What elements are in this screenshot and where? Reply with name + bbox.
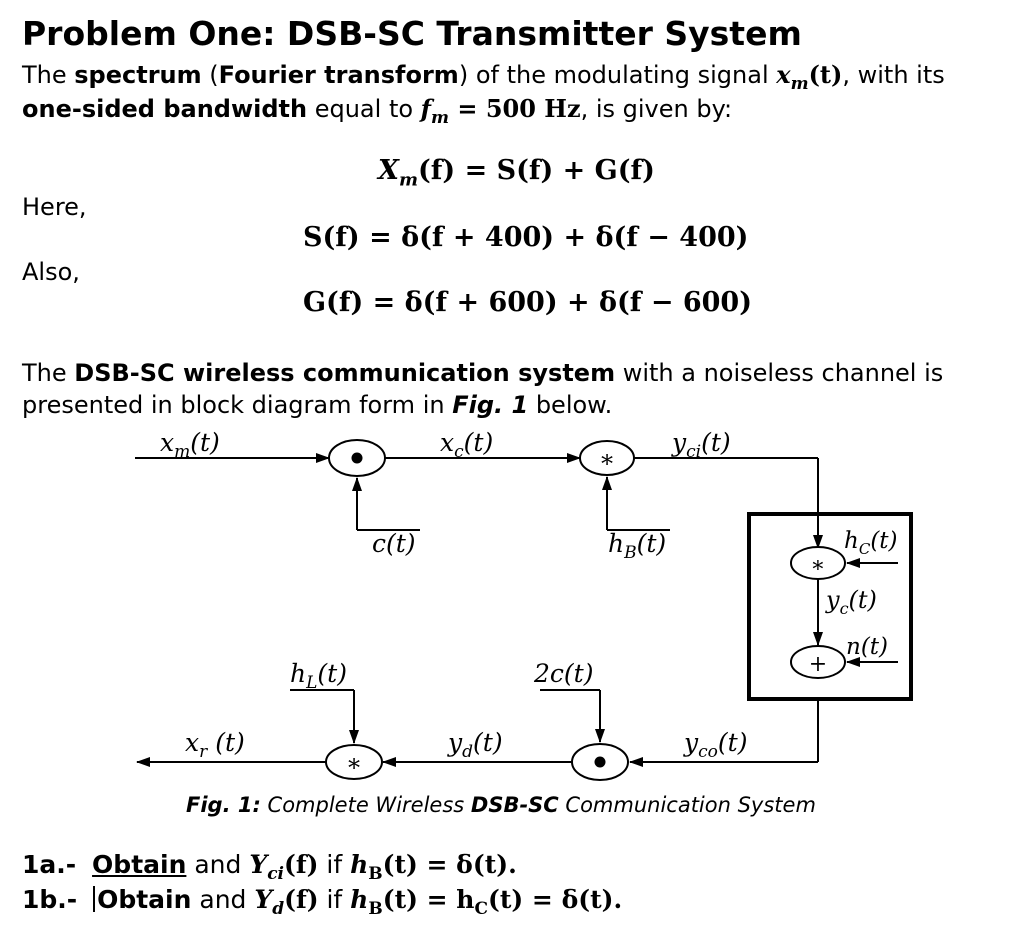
system-line-2: presented in block diagram form in Fig. … [22, 391, 613, 419]
label-hC: hC(t) [844, 528, 898, 558]
label-xc: xc(t) [440, 428, 493, 462]
intro-bold-spectrum: spectrum [74, 61, 202, 89]
obtain-word: Obtain [92, 850, 187, 879]
label-hL: hL(t) [290, 659, 347, 693]
question-number: 1a.- [22, 850, 77, 879]
bandwidth-value: fm = 500 Hz [420, 94, 581, 128]
intro-text: ) of the modulating signal [458, 61, 777, 89]
equation-g: G(f) = δ(f + 600) + δ(f − 600) [303, 287, 752, 318]
text-cursor [93, 886, 96, 912]
label-yci: yci(t) [671, 428, 731, 462]
label-n: n(t) [846, 634, 888, 660]
also-label: Also, [22, 258, 80, 286]
intro-text: equal to [307, 95, 421, 123]
page-title: Problem One: DSB-SC Transmitter System [22, 14, 802, 53]
intro-line-2: one-sided bandwidth equal to fm = 500 Hz… [22, 92, 732, 135]
question-1a: 1a.- Obtain and Yci(f) if hB(t) = δ(t). [22, 850, 517, 884]
intro-bold-bandwidth: one-sided bandwidth [22, 95, 308, 123]
label-xr: xr (t) [185, 728, 245, 762]
intro-bold-fourier: Fourier transform [218, 61, 459, 89]
label-yd: yd(t) [447, 728, 503, 762]
label-xm: xm(t) [160, 428, 220, 462]
multiply-dot-icon [594, 756, 606, 768]
equation-s: S(f) = δ(f + 400) + δ(f − 400) [303, 222, 749, 253]
fig-reference: Fig. 1 [452, 391, 529, 419]
label-hB: hB(t) [608, 529, 666, 563]
label-yco: yco(t) [683, 728, 747, 762]
here-label: Here, [22, 193, 87, 221]
label-2c: 2c(t) [533, 659, 593, 688]
signal-symbol: xm(t) [776, 60, 843, 94]
channel-box [747, 512, 913, 701]
add-icon: + [809, 652, 827, 677]
intro-text: The [22, 61, 75, 89]
equation-xm: Xm(f) = S(f) + G(f) [378, 155, 655, 191]
system-line-1: The DSB-SC wireless communication system… [22, 359, 944, 387]
figure-caption: Fig. 1: Complete Wireless DSB-SC Communi… [186, 793, 816, 817]
convolve-icon: ∗ [599, 445, 615, 473]
convolve-icon: ∗ [346, 749, 362, 777]
multiply-dot-icon [351, 452, 363, 464]
noise-adder-node [790, 645, 846, 679]
label-yc: yc(t) [825, 586, 877, 618]
intro-line-1: The spectrum (Fourier transform) of the … [22, 58, 945, 101]
intro-text: ( [201, 61, 219, 89]
intro-text: , with its [842, 61, 945, 89]
question-number: 1b.- [22, 885, 78, 914]
convolve-icon: ∗ [811, 553, 826, 578]
label-c: c(t) [372, 529, 416, 558]
intro-text: , is given by: [580, 95, 733, 123]
question-1b: 1b.- Obtain and Yd(f) if hB(t) = hC(t) =… [22, 885, 623, 919]
block-diagram: xm(t) c(t) xc(t) ∗ hB(t) yci(t) ∗ hC(t) … [135, 428, 913, 781]
obtain-word: Obtain [97, 885, 192, 914]
system-bold: DSB-SC wireless communication system [74, 359, 616, 387]
